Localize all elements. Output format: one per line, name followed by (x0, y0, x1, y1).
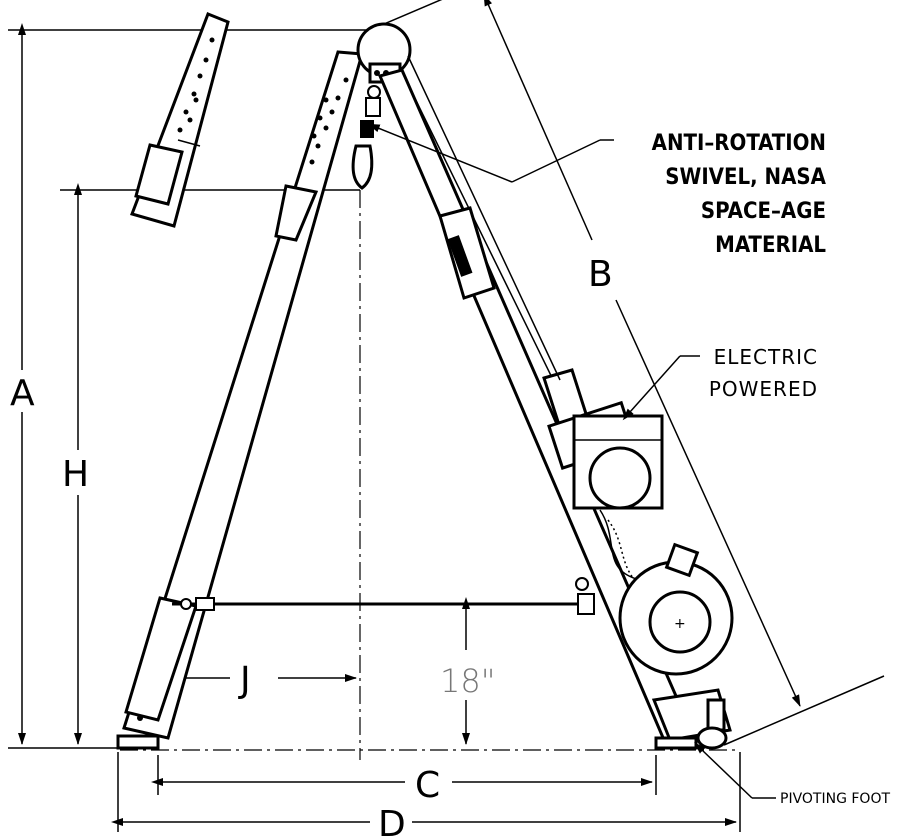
label-b: B (588, 254, 613, 295)
dimension-h: H (62, 183, 89, 745)
label-d: D (378, 804, 406, 836)
label-h: H (62, 454, 89, 495)
reference-lines (8, 29, 740, 760)
swivel-line-1: ANTI–ROTATION (652, 131, 826, 156)
swivel-line-3: SPACE–AGE (701, 199, 826, 224)
label-c: C (415, 765, 440, 806)
callout-pivoting-foot: PIVOTING FOOT (694, 742, 890, 807)
dimension-b: B (369, 0, 885, 746)
pivoting-foot-label: PIVOTING FOOT (780, 791, 890, 807)
swivel-line-2: SWIVEL, NASA (665, 165, 826, 190)
electric-line-1: ELECTRIC (714, 345, 818, 369)
dimension-crossbar-height: 18" (440, 597, 495, 745)
label-j: J (238, 660, 251, 701)
label-18in: 18" (440, 662, 495, 700)
swivel-line-4: MATERIAL (715, 233, 826, 258)
tripod-structure: + (116, 12, 734, 750)
callout-swivel: ANTI–ROTATION SWIVEL, NASA SPACE–AGE MAT… (367, 123, 827, 258)
electric-line-2: POWERED (709, 377, 818, 401)
svg-text:+: + (674, 616, 686, 632)
dimension-d: D (111, 752, 741, 836)
label-a: A (10, 373, 35, 414)
dimension-a: A (10, 23, 35, 745)
dimension-c: C (151, 755, 657, 806)
callout-electric: ELECTRIC POWERED (622, 345, 818, 421)
